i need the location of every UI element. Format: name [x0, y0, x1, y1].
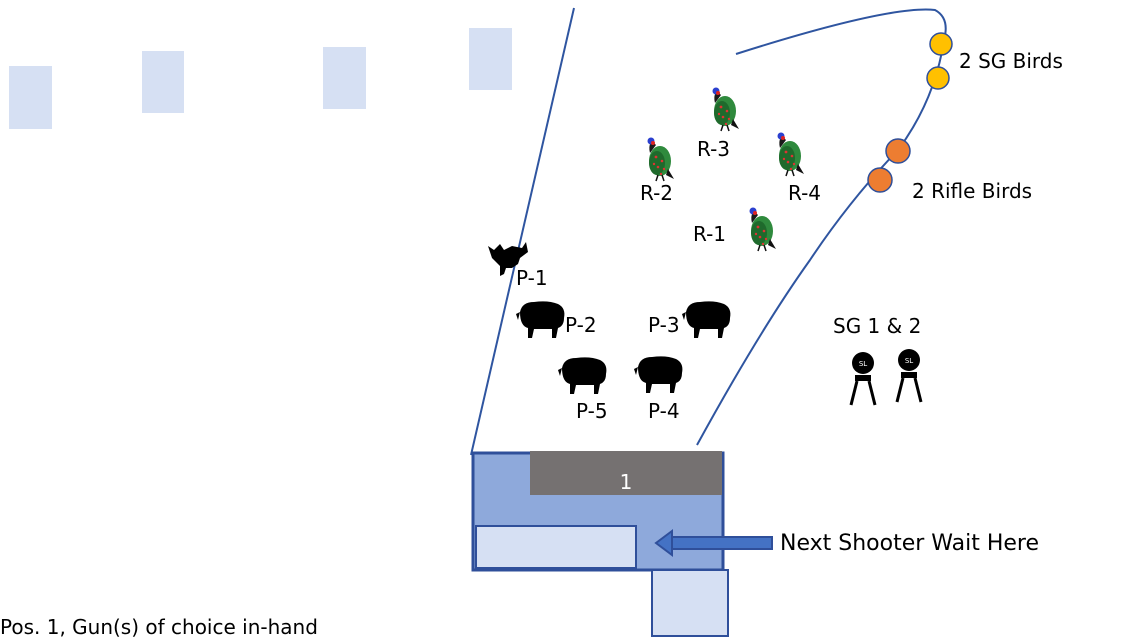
waiting-square-2 — [142, 51, 184, 113]
ram-r4-label: R-4 — [788, 181, 822, 205]
ram-r2-label: R-2 — [640, 181, 674, 205]
right-bay-line — [696, 8, 947, 446]
next-shooter-label: Next Shooter Wait Here — [780, 531, 1040, 556]
pig-p3-label: P-3 — [648, 313, 680, 337]
sg-target-1-icon — [849, 350, 877, 407]
pig-p3-icon — [682, 301, 731, 338]
left-bay-line — [470, 7, 575, 456]
rifle-bird-1 — [885, 138, 911, 164]
ram-r1-label: R-1 — [693, 222, 727, 246]
pig-p4-label: P-4 — [648, 399, 680, 423]
exit-box — [651, 569, 729, 637]
sg-targets-label: SG 1 & 2 — [833, 314, 922, 338]
rifle-bird-2 — [867, 167, 893, 193]
ram-r3-turkey-icon — [711, 86, 740, 132]
waiting-square-1 — [9, 66, 52, 129]
pig-p5-label: P-5 — [576, 399, 608, 423]
sg-target-2-icon — [895, 347, 923, 404]
position-number: 1 — [619, 470, 633, 494]
ram-r4-turkey-icon — [776, 131, 805, 177]
ram-r2-turkey-icon — [646, 136, 675, 182]
stage-instructions: Pos. 1, Gun(s) of choice in-hand — [0, 615, 318, 639]
next-shooter-wait-area — [475, 525, 637, 569]
pig-p1-label: P-1 — [516, 266, 548, 290]
sg-bird-2 — [926, 66, 950, 90]
position-number-bar — [530, 451, 722, 495]
pig-p5-icon — [558, 357, 607, 394]
pig-p4-icon — [634, 356, 683, 393]
ram-r3-label: R-3 — [697, 137, 731, 161]
rifle-birds-label: 2 Rifle Birds — [912, 179, 1033, 203]
pig-p2-label: P-2 — [565, 313, 597, 337]
waiting-square-3 — [323, 47, 366, 109]
wait-arrow-icon — [654, 529, 773, 557]
sg-birds-label: 2 SG Birds — [959, 49, 1063, 73]
waiting-square-4 — [469, 28, 512, 90]
sg-bird-1 — [929, 32, 953, 56]
ram-r1-turkey-icon — [748, 206, 777, 252]
pig-p2-icon — [516, 301, 565, 338]
